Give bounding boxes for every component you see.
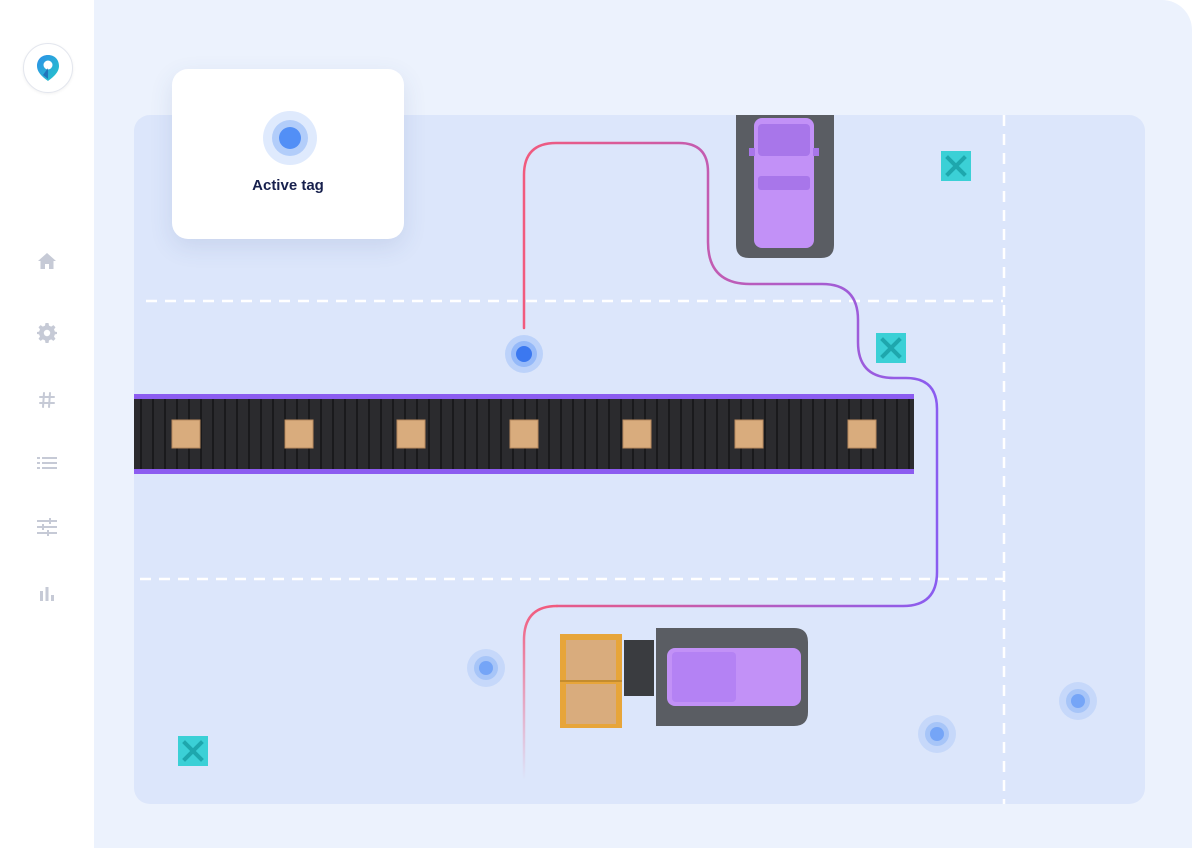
sliders-icon[interactable]: [34, 514, 60, 540]
active-tag: [505, 335, 543, 373]
tag: [918, 715, 956, 753]
top-vehicle: [736, 115, 834, 258]
marker: [941, 151, 971, 181]
pin-logo-icon: [37, 55, 59, 81]
gear-icon[interactable]: [34, 320, 60, 346]
floor-markers: [178, 151, 971, 766]
tag: [1059, 682, 1097, 720]
box: [284, 419, 314, 449]
box: [847, 419, 877, 449]
box: [734, 419, 764, 449]
marker: [876, 333, 906, 363]
box: [622, 419, 652, 449]
map-panel: Active tag: [94, 0, 1192, 848]
lane-lines: [140, 115, 1006, 804]
conveyor-boxes: [171, 419, 877, 449]
forklift: [560, 628, 808, 728]
bar-chart-icon[interactable]: [34, 580, 60, 606]
tag-indicator-icon: [263, 111, 317, 170]
marker: [178, 736, 208, 766]
box: [396, 419, 426, 449]
box: [171, 419, 201, 449]
tag-card-label: Active tag: [252, 177, 324, 194]
box: [509, 419, 539, 449]
hash-icon[interactable]: [34, 387, 60, 413]
warehouse-map: [134, 115, 1097, 804]
active-tag-card[interactable]: Active tag: [172, 69, 404, 239]
list-icon[interactable]: [34, 450, 60, 476]
sidebar: [0, 0, 94, 848]
route-path: [522, 141, 939, 782]
tags: [467, 335, 1097, 753]
app-logo[interactable]: [23, 43, 73, 93]
tag: [467, 649, 505, 687]
home-icon[interactable]: [34, 248, 60, 274]
